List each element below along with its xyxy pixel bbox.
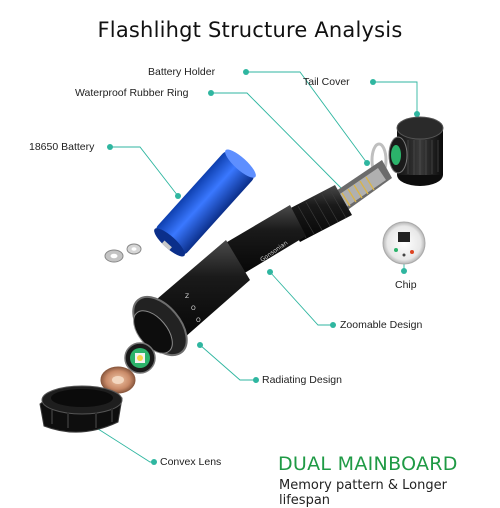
diagram-title: Flashlihgt Structure Analysis [97,18,403,42]
leader-18650-battery [110,146,179,197]
dot-convex-lens [151,459,157,465]
label-radiating-design: Radiating Design [262,374,342,386]
dot-zoomable [330,322,336,328]
dual-mainboard-headline: DUAL MAINBOARD [278,453,458,475]
dot-waterproof-ring [208,90,214,96]
label-convex-lens: Convex Lens [160,456,222,468]
leader-zoomable [269,271,333,326]
label-zoomable-design: Zoomable Design [340,319,423,331]
washers-part [104,243,142,263]
leader-lines [94,71,418,463]
dot-chip [401,268,407,274]
leader-radiating [199,344,256,381]
dot-battery-holder-end [364,160,370,166]
tail-cover-part [388,116,444,186]
svg-text:O: O [196,317,201,324]
dot-18650-end [175,193,181,199]
dot-18650 [107,144,113,150]
label-18650-battery: 18650 Battery [29,141,95,153]
dot-tail-cover-end [414,111,420,117]
dot-battery-holder [243,69,249,75]
label-waterproof-ring: Waterproof Rubber Ring [75,87,189,99]
leader-dots [92,69,420,465]
chip-part [382,221,426,265]
dot-radiating [253,377,259,383]
dot-tail-cover [370,79,376,85]
convex-lens-part [39,385,123,433]
dot-radiating-end [197,342,203,348]
leader-waterproof-ring [211,92,346,193]
leader-tail-cover [373,81,418,114]
flashlight-body: ZOO Gonsonian [124,160,392,374]
battery-18650-part [154,149,256,257]
radiating-disc-part [100,366,136,394]
label-chip: Chip [395,279,417,291]
label-battery-holder: Battery Holder [148,66,216,78]
svg-text:Z: Z [185,293,189,300]
dot-zoomable-end [267,269,273,275]
memory-pattern-subline: Memory pattern & Longer lifespan [279,478,447,508]
leader-battery-holder [246,71,368,164]
label-tail-cover: Tail Cover [303,76,350,88]
svg-text:O: O [191,305,196,312]
